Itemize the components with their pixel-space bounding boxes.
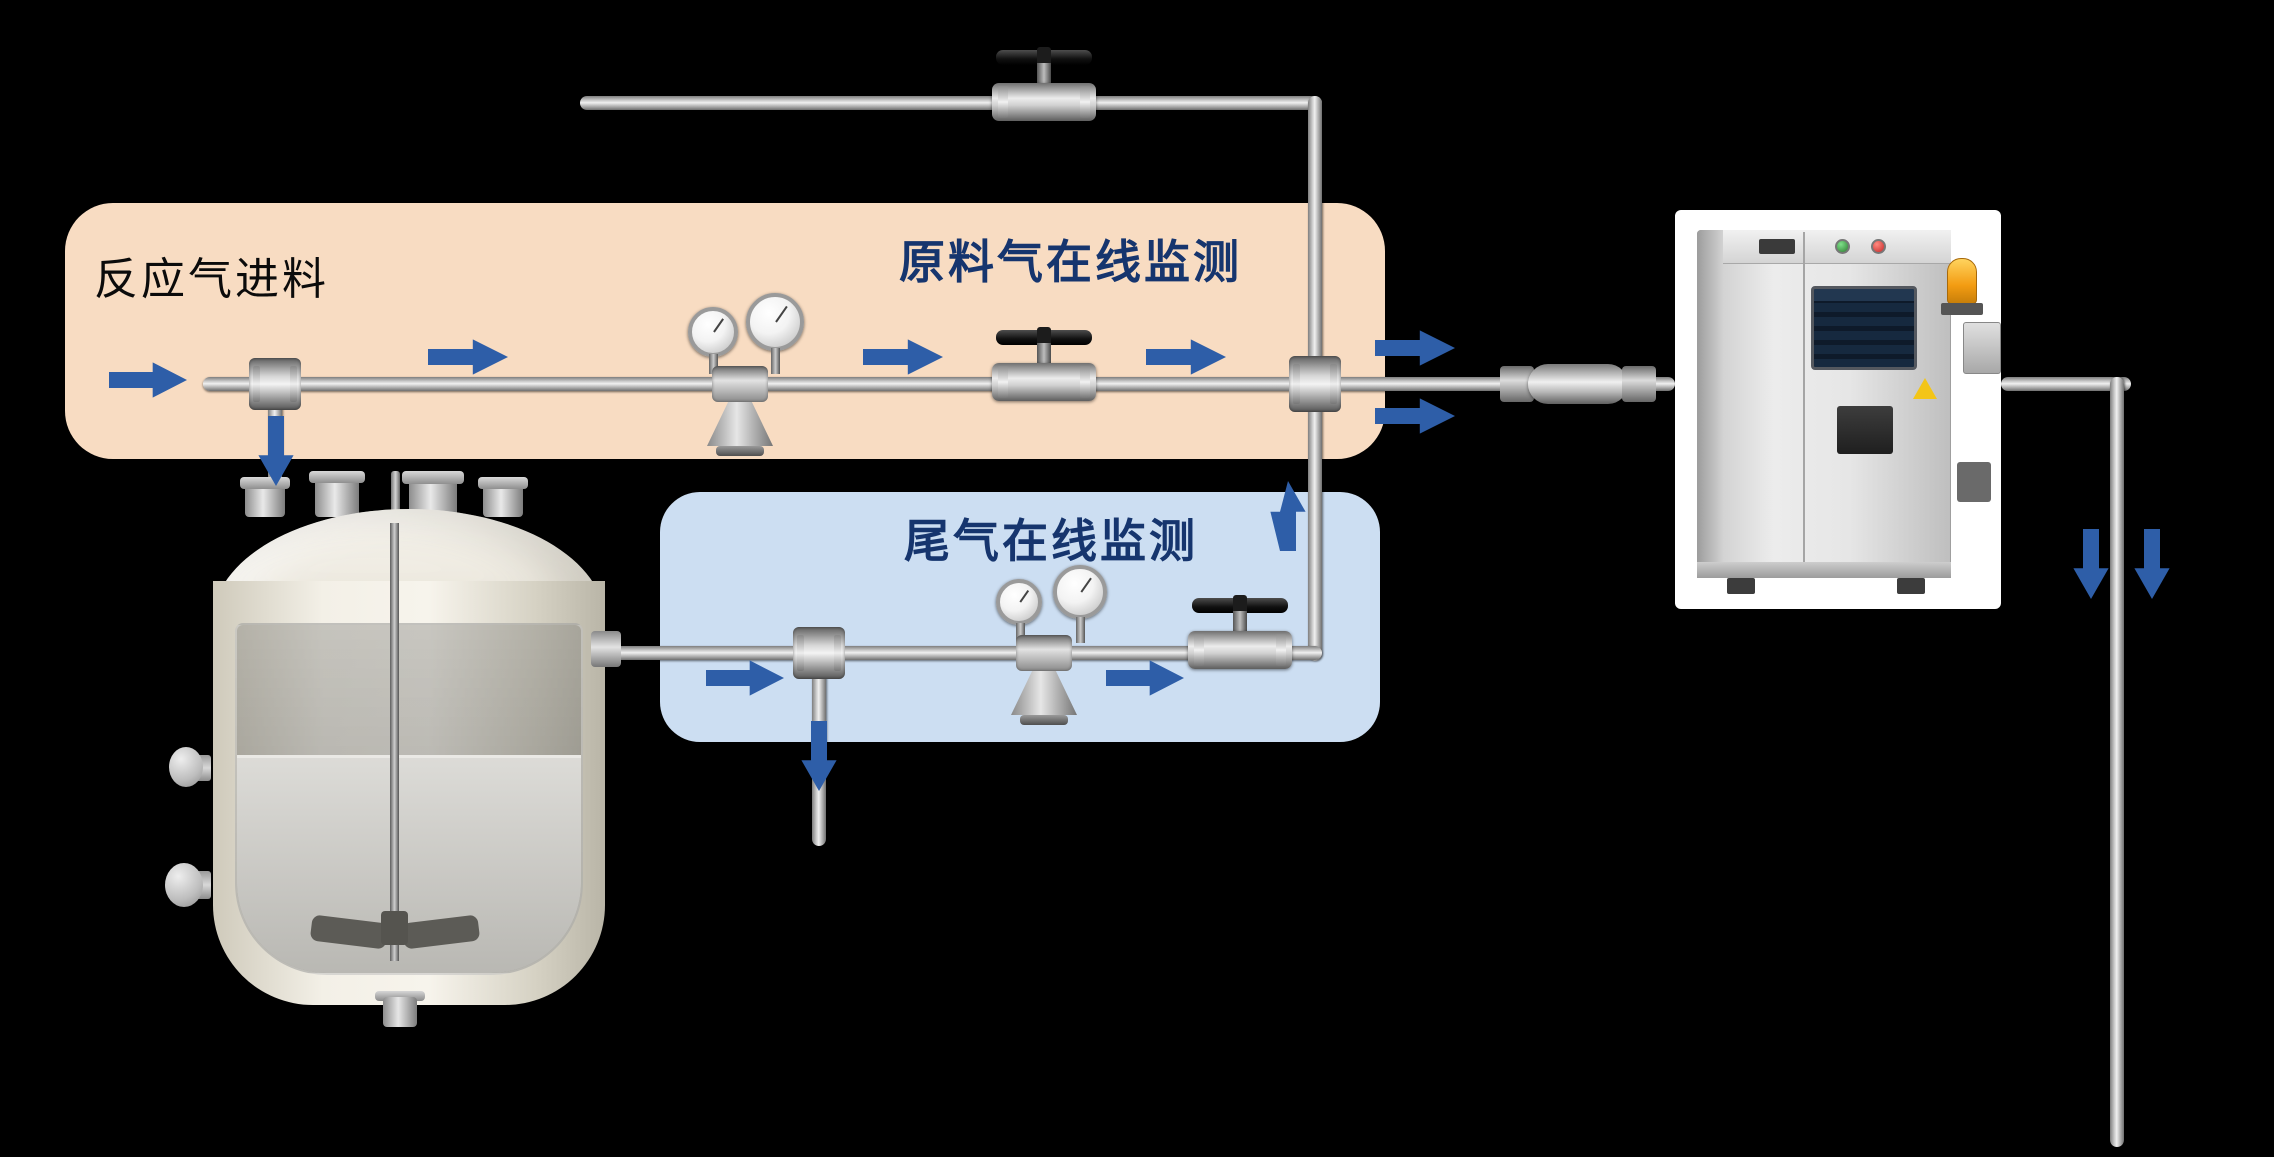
vent-down-arrow-icon — [2134, 529, 2170, 599]
alarm-beacon-light — [1947, 258, 1977, 304]
filter-end-nut — [1622, 366, 1656, 402]
top-line-ball-valve — [984, 47, 1104, 175]
red-indicator-light — [1871, 239, 1886, 254]
tail-tee-fitting — [793, 627, 845, 679]
valve-body — [992, 83, 1096, 121]
bottom-outlet — [383, 997, 417, 1027]
nozzle-flange — [309, 471, 365, 483]
reactor-sight-glass — [235, 623, 583, 975]
cabinet-vent — [1837, 406, 1893, 454]
feed-pressure-regulator — [680, 290, 810, 462]
pressure-gauge-icon — [746, 293, 804, 351]
pressure-gauge-icon — [688, 307, 738, 357]
valve-handle — [996, 327, 1092, 348]
side-port-flange — [165, 863, 203, 907]
cabinet-base — [1697, 562, 1951, 578]
bottom-flange — [375, 991, 425, 1001]
beacon-base — [1941, 303, 1983, 315]
inline-filter — [1500, 362, 1656, 406]
vent-down-arrow-icon — [2073, 529, 2109, 599]
valve-stem — [1037, 63, 1051, 87]
valve-body — [992, 363, 1096, 401]
gauge-stem — [771, 348, 780, 374]
filter-body — [1528, 364, 1628, 404]
tail-line-ball-valve — [1180, 595, 1300, 723]
regulator-body — [712, 366, 768, 402]
gauge-stem — [1016, 623, 1025, 643]
feed-line-ball-valve — [984, 327, 1104, 455]
raw-gas-monitoring-title: 原料气在线监测 — [899, 235, 1242, 289]
gauge-stem — [1076, 617, 1085, 643]
tail-pressure-regulator — [988, 560, 1118, 732]
brand-logo — [1759, 239, 1795, 254]
feed-pipe — [203, 377, 1675, 391]
stirred-reactor-vessel — [165, 471, 621, 1033]
pressure-gauge-icon — [996, 579, 1042, 625]
cabinet-foot — [1727, 578, 1755, 594]
analyzer-outlet-pipe — [2001, 377, 2131, 391]
reactor-top-rod — [391, 471, 400, 513]
valve-body — [1188, 631, 1292, 669]
side-display-module — [1963, 322, 2001, 374]
regulator-cap — [716, 446, 764, 456]
valve-stem — [1233, 611, 1247, 635]
regulator-cap — [1020, 715, 1068, 725]
valve-handle — [1192, 595, 1288, 616]
feed-tee-fitting — [249, 358, 301, 410]
reactor-outlet-port — [591, 631, 621, 667]
door-seam — [1803, 232, 1805, 572]
regulator-bonnet — [1011, 671, 1077, 715]
impeller-hub — [381, 911, 408, 945]
nozzle-flange — [402, 471, 464, 484]
to-analyzer-arrow-icon — [1375, 330, 1455, 366]
pressure-gauge-icon — [1053, 565, 1107, 619]
analyzer-screen — [1811, 286, 1917, 370]
cabinet-foot — [1897, 578, 1925, 594]
cabinet-body — [1697, 230, 1951, 574]
side-port-flange — [169, 747, 203, 787]
top-bypass-pipe — [580, 96, 1322, 110]
vent-pipe — [2110, 377, 2124, 1147]
tail-gas-pipe — [600, 646, 1322, 660]
valve-stem — [1037, 343, 1051, 367]
gauge-stem — [709, 354, 718, 374]
cabinet-left-panel — [1697, 230, 1723, 574]
stirrer-shaft — [390, 523, 399, 961]
cross-fitting — [1289, 356, 1341, 412]
green-indicator-light — [1835, 239, 1850, 254]
regulator-body — [1016, 635, 1072, 671]
valve-handle — [996, 47, 1092, 68]
nozzle-flange — [240, 477, 290, 489]
regulator-bonnet — [707, 402, 773, 446]
nozzle-flange — [478, 477, 528, 489]
reactor-nozzle — [315, 477, 359, 517]
tail-gas-monitoring-title: 尾气在线监测 — [904, 514, 1198, 568]
to-analyzer-arrow-icon — [1375, 398, 1455, 434]
online-gas-analyzer-cabinet — [1675, 210, 2001, 609]
side-junction-box — [1957, 462, 1991, 502]
feed-gas-label: 反应气进料 — [94, 254, 329, 305]
